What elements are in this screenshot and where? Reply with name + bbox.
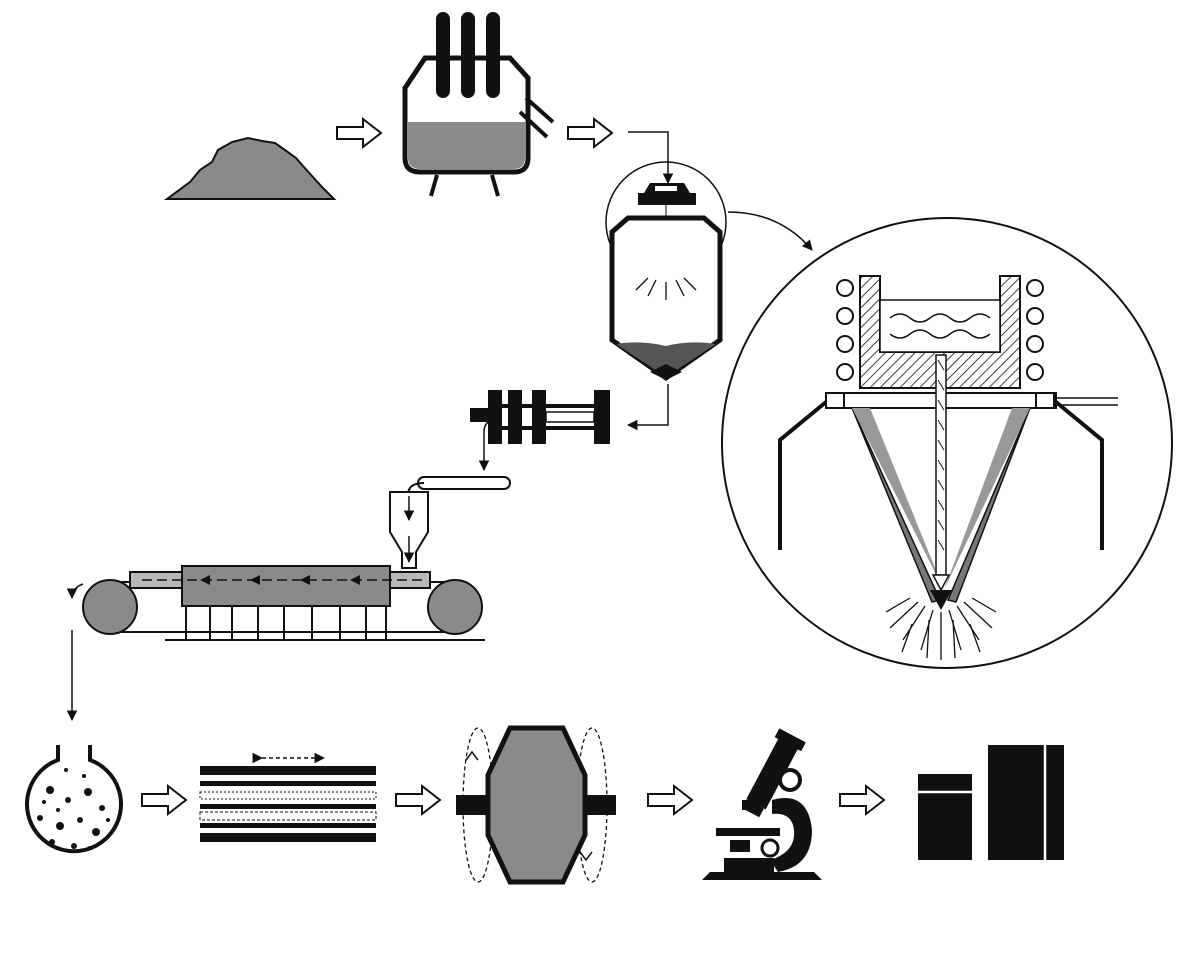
layered-rolling-icon [199,752,377,842]
product-blocks-icon [918,745,1064,860]
cyclone-separator-icon [389,491,429,569]
microscope-icon [702,728,822,880]
flow-arrow-icon [839,785,885,815]
magnified-nozzle-icon [721,217,1173,669]
flow-arrow-icon [395,785,441,815]
compaction-valve-icon [470,390,610,444]
belt-return-arrow [66,583,84,600]
porous-sphere-icon [25,745,123,854]
flow-line [628,131,674,185]
flow-line [626,384,669,431]
conveyor-furnace-icon [82,565,485,641]
flow-line [478,419,497,472]
flow-arrow-icon [141,785,187,815]
furnace-with-electrodes-icon [402,12,555,197]
powder-pile-icon [163,136,337,200]
atomizer-tower-icon [605,161,727,382]
flow-arrow-icon [647,785,693,815]
isostatic-press-icon [456,725,616,885]
flow-arrow-icon [567,118,613,148]
detail-callout-arrow [727,211,813,251]
flow-arrow-icon [336,118,382,148]
